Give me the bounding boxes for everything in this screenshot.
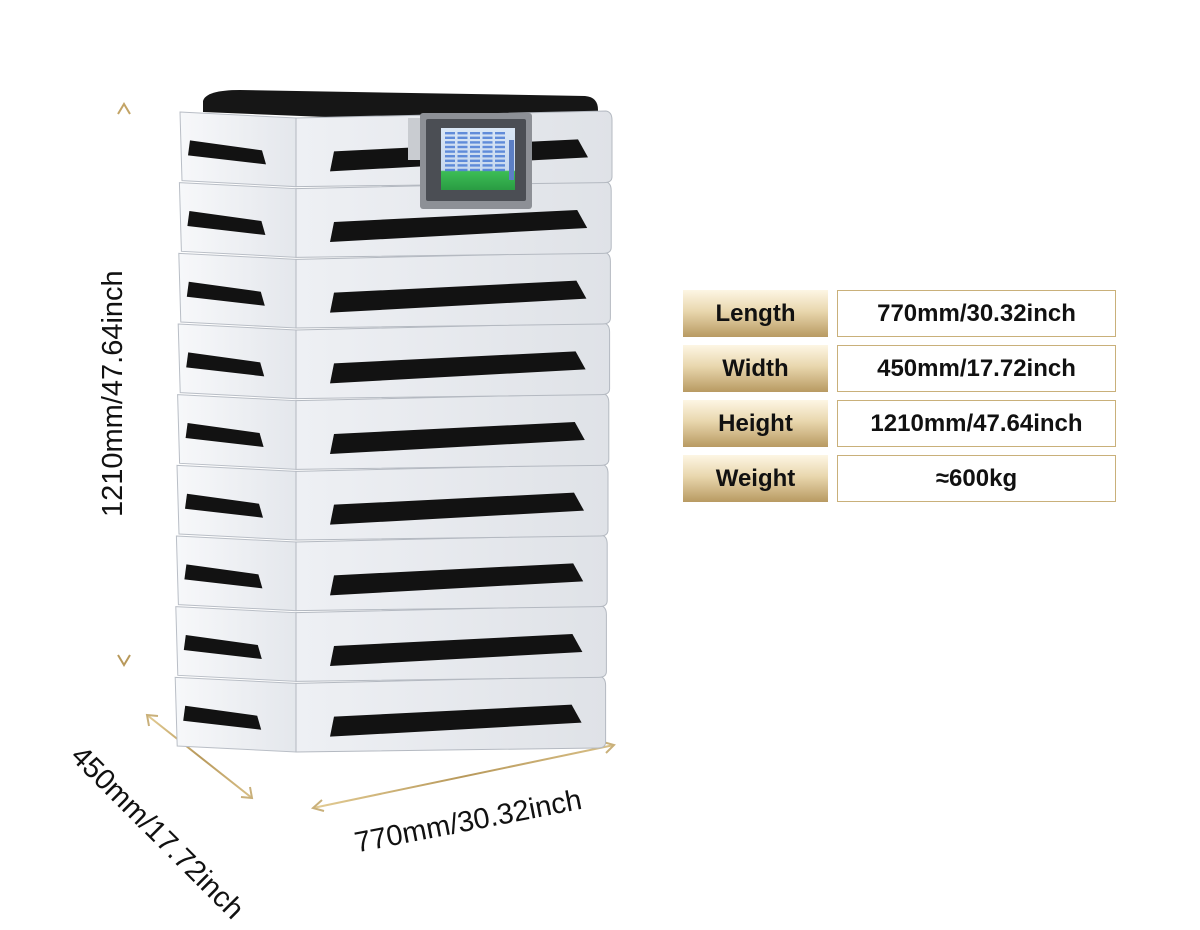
screen-cell <box>470 168 480 172</box>
screen-cell <box>495 155 505 158</box>
screen-cell <box>470 132 480 135</box>
spec-value: 450mm/17.72inch <box>837 345 1116 392</box>
screen-cell <box>445 132 455 135</box>
screen-cell <box>482 150 493 153</box>
spec-value: 770mm/30.32inch <box>837 290 1116 337</box>
screen-cell <box>495 168 505 172</box>
spec-key: Length <box>683 290 828 337</box>
left-vent-slot <box>184 564 263 589</box>
screen-cell <box>445 145 455 149</box>
spec-key: Weight <box>683 455 828 502</box>
screen-cell <box>457 164 468 167</box>
front-vent-slot <box>330 210 588 242</box>
screen-cell <box>495 159 505 162</box>
left-vent-slot <box>183 635 262 660</box>
front-vent-slot <box>330 351 586 384</box>
screen-cell <box>445 159 455 162</box>
battery-module <box>178 181 612 258</box>
battery-module <box>177 393 610 470</box>
spec-key: Height <box>683 400 828 447</box>
spec-row-weight: Weight ≈600kg <box>683 455 1116 503</box>
screen-cell <box>457 145 468 149</box>
front-vent-slot <box>330 634 583 666</box>
screen-cell <box>457 150 468 153</box>
screen-cell <box>445 164 455 167</box>
screen-cell <box>470 155 480 158</box>
left-vent-slot <box>188 140 266 165</box>
screen-cell <box>495 145 505 149</box>
screen-cell <box>470 150 480 153</box>
battery-module <box>174 675 607 753</box>
spec-row-length: Length 770mm/30.32inch <box>683 290 1116 338</box>
front-vent-slot <box>330 280 587 313</box>
spec-row-width: Width 450mm/17.72inch <box>683 345 1116 393</box>
width-dimension-arrow <box>145 713 254 800</box>
screen-cell <box>457 155 468 158</box>
screen-cell <box>482 141 493 144</box>
screen-cell <box>445 168 455 172</box>
touch-screen-panel <box>408 113 532 209</box>
length-dimension-arrow <box>310 741 616 812</box>
spec-row-height: Height 1210mm/47.64inch <box>683 400 1116 448</box>
battery-module <box>178 251 611 329</box>
screen-cell <box>470 159 480 162</box>
left-vent-slot <box>185 493 263 518</box>
battery-module <box>179 110 613 188</box>
screen-cell <box>445 150 455 153</box>
spec-value: ≈600kg <box>837 455 1116 502</box>
screen-cell <box>457 141 468 144</box>
battery-module <box>175 534 608 612</box>
left-vent-slot <box>186 352 265 377</box>
spec-key: Width <box>683 345 828 392</box>
screen-cell <box>445 136 455 139</box>
screen-cell <box>457 132 468 135</box>
screen-cell <box>482 132 493 135</box>
screen-cell <box>482 159 493 162</box>
screen-cell <box>470 164 480 167</box>
screen-cell <box>445 141 455 144</box>
screen-cell <box>457 168 468 172</box>
screen-cell <box>470 145 480 149</box>
front-vent-slot <box>330 704 582 737</box>
screen-cell <box>470 136 480 139</box>
screen-cell <box>482 145 493 149</box>
screen-data-grid <box>445 132 505 172</box>
screen-cell <box>495 164 505 167</box>
spec-table: Length 770mm/30.32inch Width 450mm/17.72… <box>683 290 1116 510</box>
front-vent-slot <box>330 422 585 454</box>
battery-module <box>177 322 611 400</box>
screen-cell <box>457 136 468 139</box>
screen-cell <box>445 155 455 158</box>
screen-cell <box>470 141 480 144</box>
height-dimension-arrow <box>117 102 131 667</box>
left-vent-slot <box>186 281 265 306</box>
screen-cell <box>495 136 505 139</box>
screen-cell <box>482 155 493 158</box>
front-vent-slot <box>330 492 584 525</box>
left-vent-slot <box>187 211 266 236</box>
height-dimension-label: 1210mm/47.64inch <box>97 270 129 517</box>
screen-cell <box>482 164 493 167</box>
front-vent-slot <box>330 563 584 596</box>
screen-cell <box>457 159 468 162</box>
left-vent-slot <box>183 705 262 730</box>
spec-value: 1210mm/47.64inch <box>837 400 1116 447</box>
screen-cell <box>482 168 493 172</box>
screen-cell <box>495 141 505 144</box>
screen-cell <box>495 132 505 135</box>
screen-cell <box>495 150 505 153</box>
battery-module-stack <box>174 110 613 753</box>
screen-cell <box>482 136 493 139</box>
left-vent-slot <box>185 423 264 448</box>
battery-module <box>175 605 607 682</box>
battery-module <box>176 463 609 541</box>
